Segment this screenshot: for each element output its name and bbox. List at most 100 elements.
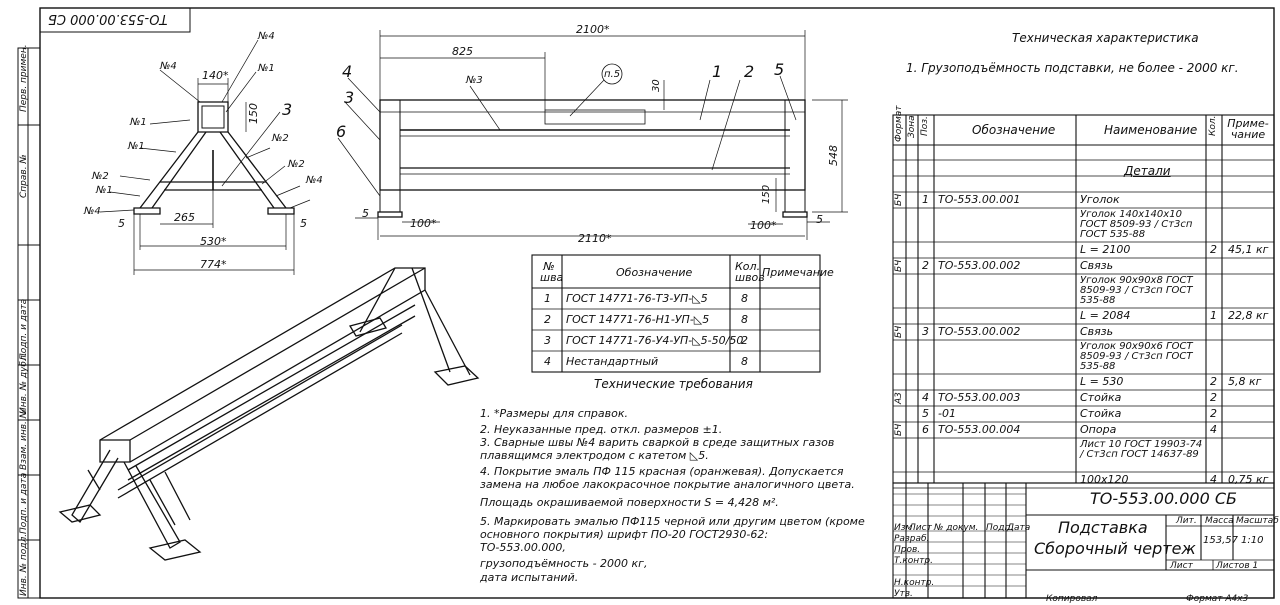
spec-header: Обозначение: [972, 123, 1056, 137]
spec-section: Детали: [1124, 164, 1171, 178]
rotated-stamp-code: ТО-553.00.000 СБ: [48, 11, 168, 26]
spec-row-name: L = 2100: [1080, 243, 1131, 256]
spec-row-designation: ТО-553.00.002: [938, 325, 1021, 338]
dim-label: 140*: [202, 69, 229, 82]
spec-row-name: Уголок 140х140х10 ГОСТ 8509-93 / Ст3сп Г…: [1080, 209, 1193, 240]
title-name: Подставка: [1058, 518, 1148, 537]
spec-row-name: Связь: [1080, 325, 1114, 338]
spec-row-designation: ТО-553.00.003: [938, 391, 1021, 404]
spec-row-note: 5,8 кг: [1228, 375, 1262, 388]
format-label: Формат А4х3: [1186, 594, 1249, 604]
weld-mark: №3: [466, 75, 483, 86]
spec-row-designation: -01: [938, 407, 956, 420]
weld-table-header: Примечание: [762, 266, 834, 279]
weld-table-header: Кол. швов: [735, 260, 765, 284]
part-label: 4: [342, 62, 353, 81]
side-view-dims: [337, 30, 848, 240]
tech-req-line: 5. Маркировать эмалью ПФ115 черной или д…: [480, 515, 865, 528]
tb-col: Дата: [1007, 523, 1031, 533]
sheet-label: Лист: [1170, 561, 1193, 571]
weld-mark: №1: [128, 141, 145, 152]
dim-label: 530*: [200, 235, 227, 248]
tech-req-line: 3. Сварные швы №4 варить сваркой в среде…: [480, 436, 835, 449]
tech-req-line: замена на любое лакокрасочное покрытие а…: [480, 478, 855, 491]
weld-row-designation: Нестандартный: [566, 355, 659, 368]
dim-label: 2100*: [576, 23, 610, 36]
side-label: Взам. инв. №: [19, 408, 29, 470]
tech-req-line: дата испытаний.: [480, 571, 579, 584]
side-view: [377, 63, 808, 218]
spec-row-format: А3: [894, 392, 904, 404]
weld-mark: №4: [160, 61, 177, 72]
weld-row-number: 3: [544, 334, 551, 347]
side-label: Инв. № подл.: [19, 533, 29, 596]
spec-row-name: L = 530: [1080, 375, 1124, 388]
spec-row-name: Связь: [1080, 259, 1114, 272]
tech-req-line: ТО-553.00.000,: [480, 541, 566, 554]
weld-row-quantity: 8: [741, 313, 748, 326]
weld-mark: №1: [258, 63, 275, 74]
front-view-dims: [99, 39, 311, 275]
dim-label: 100*: [410, 217, 437, 230]
scale-header: Масштаб: [1236, 516, 1279, 526]
tech-req-line: 1. *Размеры для справок.: [480, 407, 629, 420]
spec-row-name: Стойка: [1080, 391, 1122, 404]
spec-row-quantity: 4: [1210, 473, 1217, 486]
title-block-grid: [892, 482, 1275, 599]
tech-req-line: плавящимся электродом с катетом ◺5.: [480, 449, 709, 462]
tech-req-line: Площадь окрашиваемой поверхности S = 4,4…: [480, 496, 779, 509]
weld-mark: №4: [258, 31, 275, 42]
dim-label: 5: [118, 217, 125, 230]
dim-label: 5: [816, 213, 823, 226]
tb-col: № докум.: [934, 523, 979, 533]
mass-value: 153,57: [1203, 535, 1238, 546]
scale-value: 1:10: [1241, 535, 1264, 546]
spec-header: Наименование: [1104, 123, 1198, 137]
weld-row-quantity: 2: [741, 334, 748, 347]
dim-label: 100*: [750, 219, 777, 232]
part-label: 6: [336, 122, 347, 141]
spec-row-designation: ТО-553.00.004: [938, 423, 1021, 436]
weld-table-grid: [531, 254, 821, 373]
spec-row-name: Опора: [1080, 423, 1117, 436]
spec-row-position: 4: [922, 391, 929, 404]
weld-row-designation: ГОСТ 14771-76-У4-УП-◺5-50/50: [566, 334, 744, 347]
tech-req-line: 2. Неуказанные пред. откл. размеров ±1.: [480, 423, 723, 436]
spec-row-note: 0,75 кг: [1228, 473, 1269, 486]
side-label: Справ. №: [19, 154, 29, 198]
spec-row-position: 3: [922, 325, 929, 338]
tb-col: Подп.: [986, 523, 1014, 533]
part-label: 1: [712, 62, 723, 81]
dim-label: 30: [651, 79, 662, 92]
dim-label: 150: [761, 184, 772, 204]
part-label: 5: [774, 60, 785, 79]
tb-col: Лист: [909, 523, 932, 533]
title-subname: Сборочный чертеж: [1034, 539, 1196, 558]
spec-row-note: 22,8 кг: [1228, 309, 1269, 322]
spec-row-name: 100х120: [1080, 473, 1129, 486]
spec-row-format: БЧ: [894, 423, 904, 436]
spec-row-quantity: 2: [1210, 375, 1217, 388]
tech-char-title: Техническая характеристика: [1012, 31, 1199, 45]
lit-header: Лит.: [1176, 516, 1197, 526]
tb-col: Изм: [894, 523, 913, 533]
weld-row-quantity: 8: [741, 292, 748, 305]
weld-mark: №2: [272, 133, 289, 144]
spec-row-note: 45,1 кг: [1228, 243, 1269, 256]
side-label: Перв. примен.: [19, 44, 29, 112]
spec-row-quantity: 2: [1210, 243, 1217, 256]
weld-table-header: № шва: [540, 260, 564, 284]
spec-header: Кол.: [1208, 115, 1218, 136]
weld-row-quantity: 8: [741, 355, 748, 368]
dim-label: 5: [362, 207, 369, 220]
spec-row-position: 2: [922, 259, 929, 272]
spec-row-quantity: 2: [1210, 407, 1217, 420]
weld-mark: №1: [96, 185, 113, 196]
dim-label: 548: [827, 145, 840, 166]
spec-row-name: Уголок: [1080, 193, 1120, 206]
part-label: 2: [744, 62, 755, 81]
spec-header: Приме-чание: [1227, 117, 1269, 141]
side-label: Подп. и дата: [19, 472, 29, 534]
spec-row-name: Уголок 90х90х6 ГОСТ 8509-93 / Ст3сп ГОСТ…: [1080, 341, 1193, 372]
